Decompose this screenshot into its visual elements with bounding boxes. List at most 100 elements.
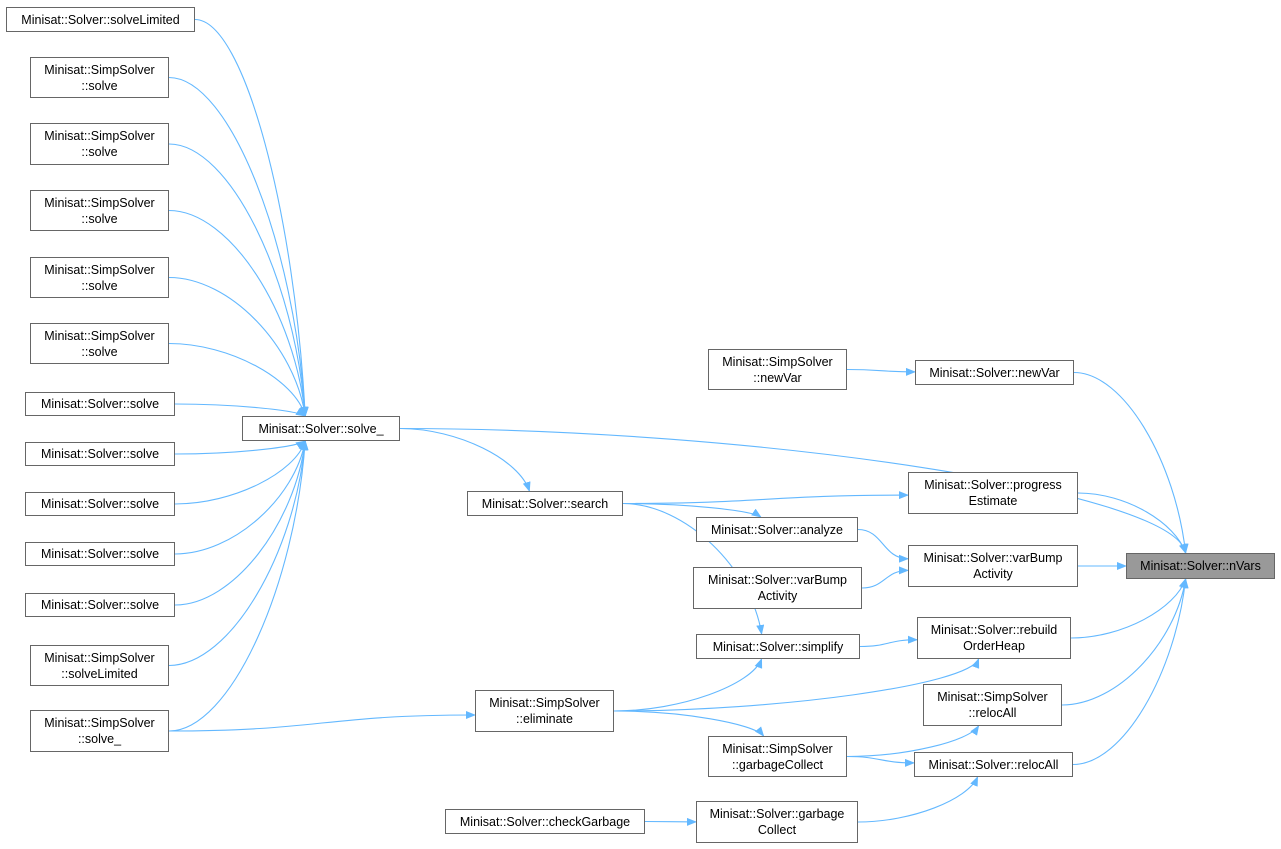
- node-solveLimited[interactable]: Minisat::Solver::solveLimited: [6, 7, 195, 32]
- edge-ss_newVar-to-s_newVar: [846, 367, 916, 376]
- node-ss_newVar[interactable]: Minisat::SimpSolver::newVar: [708, 349, 847, 390]
- node-label: Minisat::Solver::garbage: [709, 807, 845, 821]
- node-simplify[interactable]: Minisat::Solver::simplify: [696, 634, 860, 659]
- node-label: Activity: [973, 567, 1013, 581]
- node-nVars: Minisat::Solver::nVars: [1126, 553, 1275, 579]
- edge-eliminate-to-ss_gc: [613, 710, 765, 737]
- edge-ss_solve1-to-s_solve_: [168, 76, 309, 417]
- node-ss_solve2[interactable]: Minisat::SimpSolver::solve: [30, 123, 169, 165]
- node-label: Minisat::SimpSolver: [44, 328, 155, 343]
- node-ss_solve_[interactable]: Minisat::SimpSolver::solve_: [30, 710, 169, 752]
- node-label: Activity: [757, 589, 798, 603]
- node-label: Minisat::SimpSolver: [44, 262, 155, 277]
- node-ss_solve5[interactable]: Minisat::SimpSolver::solve: [30, 323, 169, 364]
- node-label: Minisat::SimpSolver: [937, 690, 1048, 704]
- edge-eliminate-to-simplify: [613, 658, 763, 712]
- node-label: Minisat::Solver::solve: [40, 397, 160, 411]
- node-ss_solve3[interactable]: Minisat::SimpSolver::solve: [30, 190, 169, 231]
- node-s_solve_[interactable]: Minisat::Solver::solve_: [242, 416, 400, 441]
- edge-s_solve2-to-s_solve_: [174, 440, 307, 455]
- node-label: Minisat::SimpSolver: [44, 195, 155, 210]
- node-label: ::solve: [81, 211, 118, 226]
- node-label: Minisat::Solver::progress: [924, 478, 1062, 492]
- node-label: Minisat::Solver::solve: [40, 447, 160, 461]
- node-ss_solveLimited[interactable]: Minisat::SimpSolver::solveLimited: [30, 645, 169, 686]
- node-label: Minisat::SimpSolver: [44, 62, 155, 77]
- node-label: Minisat::Solver::varBump: [708, 573, 847, 587]
- edge-ss_solve_-to-eliminate: [168, 711, 476, 732]
- node-label: Estimate: [968, 494, 1018, 508]
- edge-s_solve3-to-s_solve_: [174, 440, 307, 505]
- edge-s_solve_-to-search: [399, 427, 531, 492]
- edge-ss_solve2-to-s_solve_: [168, 143, 309, 417]
- node-label: Minisat::Solver::simplify: [712, 639, 844, 654]
- node-label: ::solve: [81, 344, 118, 359]
- node-label: OrderHeap: [963, 639, 1025, 653]
- node-label: ::eliminate: [516, 712, 573, 726]
- edge-s_solve1-to-s_solve_: [174, 403, 307, 417]
- node-label: Minisat::SimpSolver: [44, 716, 155, 730]
- node-label: ::solve: [81, 78, 118, 93]
- edge-s_newVar-to-nVars: [1073, 371, 1189, 554]
- edge-ss_solve4-to-s_solve_: [168, 276, 308, 417]
- node-label: ::relocAll: [968, 706, 1017, 720]
- edge-s_gc-to-s_relocAll: [857, 776, 979, 823]
- node-label: Minisat::Solver::nVars: [1140, 559, 1261, 573]
- node-label: Minisat::SimpSolver: [722, 354, 833, 369]
- node-label: ::garbageCollect: [731, 757, 824, 772]
- node-s_solve4[interactable]: Minisat::Solver::solve: [25, 542, 175, 566]
- node-label: Collect: [757, 823, 797, 837]
- node-label: Minisat::Solver::newVar: [929, 365, 1060, 380]
- node-label: Minisat::Solver::checkGarbage: [459, 814, 631, 829]
- node-label: ::solve_: [77, 732, 122, 746]
- node-label: ::newVar: [753, 370, 802, 385]
- node-label: ::solve: [81, 278, 118, 293]
- edge-s_relocAll-to-nVars: [1072, 578, 1189, 766]
- node-ss_relocAll[interactable]: Minisat::SimpSolver::relocAll: [923, 684, 1062, 726]
- node-label: Minisat::SimpSolver: [489, 696, 600, 710]
- edge-solveLimited-to-s_solve_: [194, 18, 309, 417]
- node-s_solve2[interactable]: Minisat::Solver::solve: [25, 442, 175, 466]
- node-label: Minisat::SimpSolver: [44, 650, 155, 665]
- edge-s_solve5-to-s_solve_: [174, 440, 309, 606]
- node-s_solve3[interactable]: Minisat::Solver::solve: [25, 492, 175, 516]
- node-label: Minisat::Solver::solve: [40, 598, 160, 612]
- edge-search-to-analyze: [622, 502, 762, 518]
- node-label: Minisat::Solver::solve: [40, 547, 160, 561]
- node-s_solve5[interactable]: Minisat::Solver::solve: [25, 593, 175, 617]
- node-label: Minisat::SimpSolver: [44, 129, 155, 143]
- edge-ss_solve5-to-s_solve_: [168, 342, 307, 417]
- node-s_relocAll[interactable]: Minisat::Solver::relocAll: [914, 752, 1073, 777]
- edge-progress-to-nVars: [1077, 492, 1187, 554]
- node-label: Minisat::Solver::solve_: [258, 421, 384, 436]
- edge-rebuild-to-nVars: [1070, 578, 1187, 639]
- node-s_newVar[interactable]: Minisat::Solver::newVar: [915, 360, 1074, 385]
- node-ss_solve4[interactable]: Minisat::SimpSolver::solve: [30, 257, 169, 298]
- node-search[interactable]: Minisat::Solver::search: [467, 491, 623, 516]
- edge-ss_solve3-to-s_solve_: [168, 209, 309, 417]
- edge-ss_gc-to-ss_relocAll: [846, 725, 980, 758]
- node-label: Minisat::Solver::varBump: [923, 551, 1063, 565]
- node-eliminate[interactable]: Minisat::SimpSolver::eliminate: [475, 690, 614, 732]
- edge-varBumpL-to-varBumpR: [861, 566, 909, 589]
- node-checkGarbage[interactable]: Minisat::Solver::checkGarbage: [445, 809, 645, 834]
- node-label: Minisat::Solver::rebuild: [930, 623, 1058, 637]
- node-label: Minisat::SimpSolver: [722, 741, 833, 756]
- node-label: ::solveLimited: [61, 666, 138, 681]
- node-label: Minisat::Solver::search: [481, 496, 609, 511]
- edge-search-to-simplify: [622, 502, 765, 635]
- edge-ss_solve_-to-s_solve_: [168, 440, 309, 732]
- node-s_solve1[interactable]: Minisat::Solver::solve: [25, 392, 175, 416]
- node-label: Minisat::Solver::solve: [40, 497, 160, 511]
- node-ss_solve1[interactable]: Minisat::SimpSolver::solve: [30, 57, 169, 98]
- node-ss_gc[interactable]: Minisat::SimpSolver::garbageCollect: [708, 736, 847, 777]
- node-analyze[interactable]: Minisat::Solver::analyze: [696, 517, 858, 542]
- edge-eliminate-to-rebuild: [613, 658, 980, 712]
